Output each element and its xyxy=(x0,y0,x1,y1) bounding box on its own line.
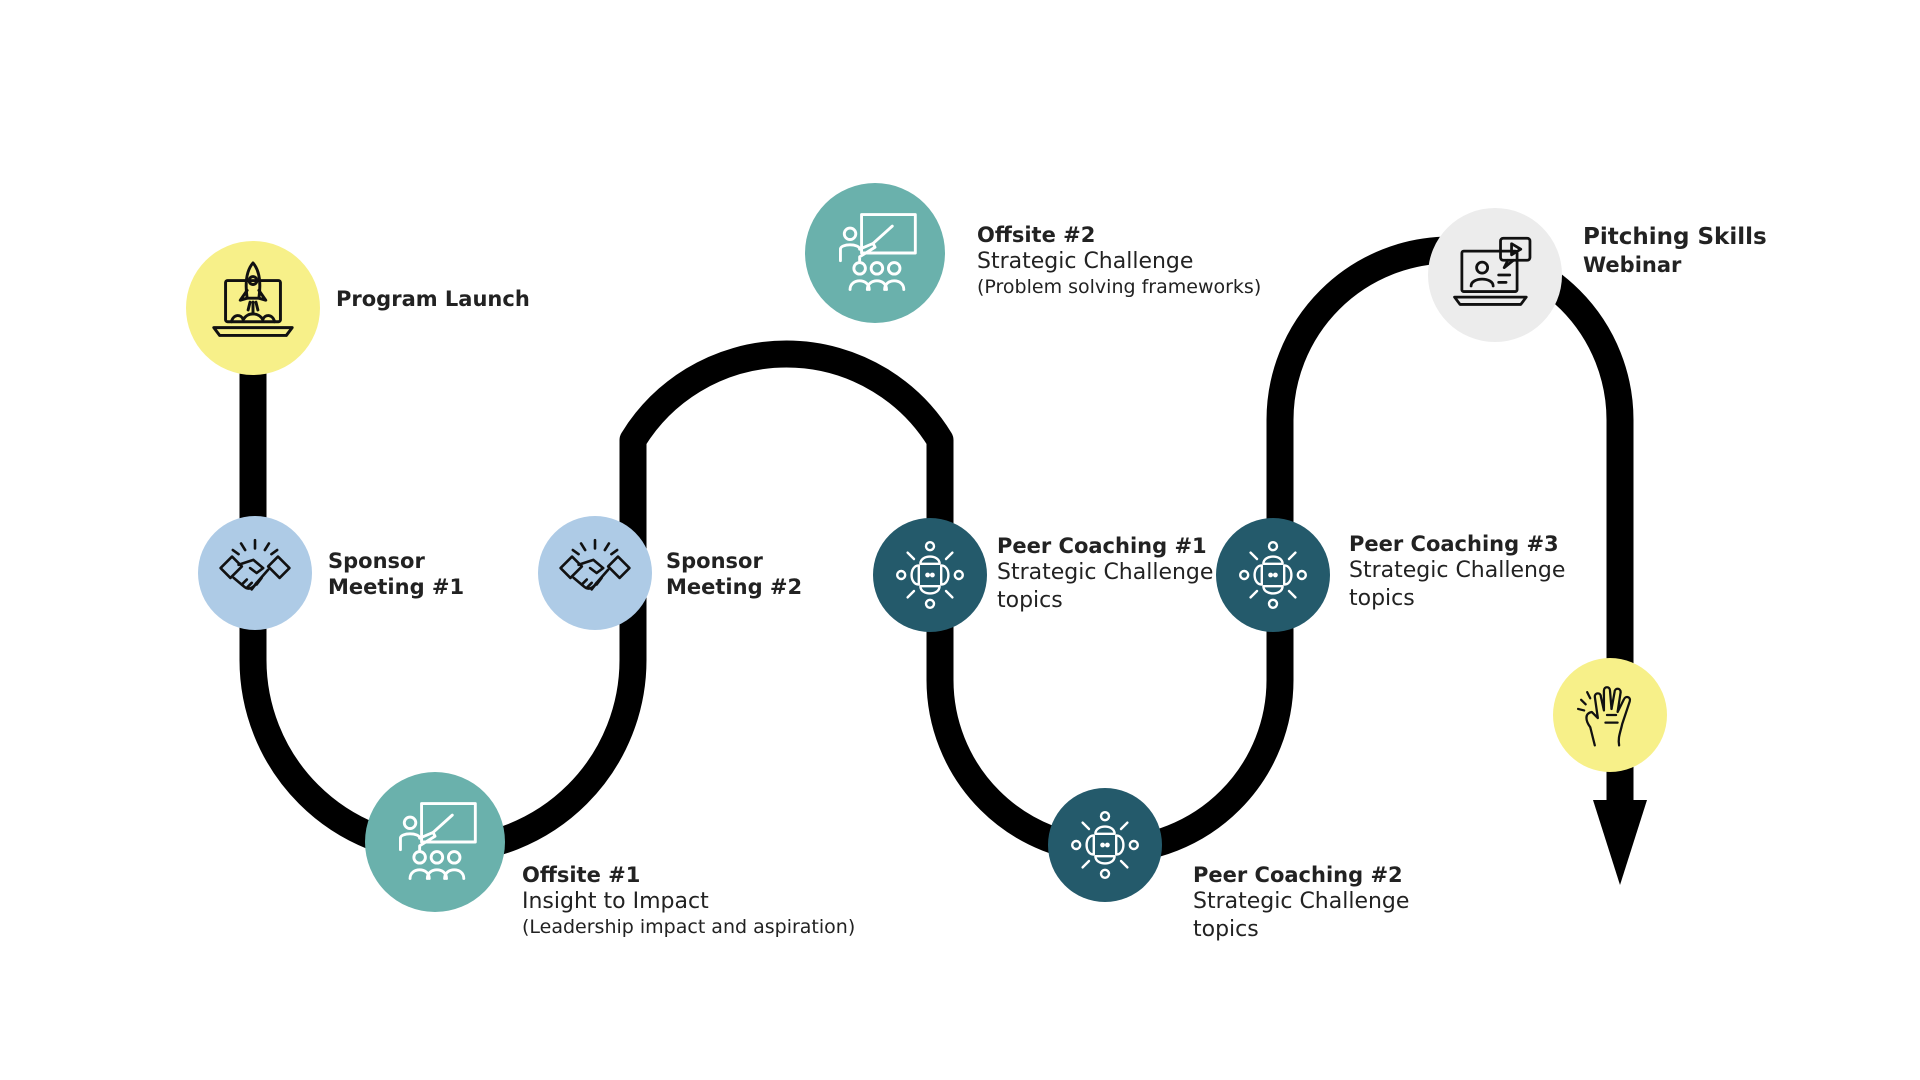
milestone-circle xyxy=(1428,208,1562,342)
milestone-node-sponsor-meeting-2 xyxy=(538,516,652,630)
milestone-node-offsite-1 xyxy=(365,772,505,912)
milestone-node-pitching-webinar xyxy=(1428,208,1562,342)
milestone-node-peer-coaching-1 xyxy=(873,518,987,632)
milestone-subtitle-line: topics xyxy=(1193,916,1259,942)
milestone-subtitle: Strategic Challenge xyxy=(977,249,1194,275)
milestone-node-celebration xyxy=(1553,658,1667,772)
milestone-title: Offsite #2 xyxy=(977,223,1096,247)
milestone-subtitle: Insight to Impact xyxy=(522,889,709,915)
milestone-title-line: Webinar xyxy=(1583,252,1682,277)
milestone-title: Offsite #1 xyxy=(522,863,641,887)
arrow-head-icon xyxy=(1593,800,1647,885)
milestone-subtitle-line: Strategic Challenge xyxy=(1349,558,1566,584)
milestone-node-peer-coaching-2 xyxy=(1048,788,1162,902)
milestone-subtitle-line: topics xyxy=(1349,585,1415,611)
milestone-label-program-launch: Program Launch xyxy=(336,286,530,312)
milestone-title-line: Meeting #2 xyxy=(666,575,803,600)
milestone-title-line: Sponsor xyxy=(666,549,763,573)
milestone-title: Peer Coaching #3 xyxy=(1349,532,1559,556)
milestone-title-line: Sponsor xyxy=(328,549,425,573)
milestone-note: (Leadership impact and aspiration) xyxy=(522,915,856,938)
milestone-title-line: Meeting #1 xyxy=(328,575,465,600)
milestone-subtitle-line: topics xyxy=(997,587,1063,613)
milestone-subtitle-line: Strategic Challenge xyxy=(997,560,1214,586)
milestone-title-line: Pitching Skills xyxy=(1583,224,1767,250)
milestone-subtitle-line: Strategic Challenge xyxy=(1193,889,1410,915)
milestone-title: Program Launch xyxy=(336,287,530,311)
milestone-node-program-launch xyxy=(186,241,320,375)
milestone-title: Peer Coaching #1 xyxy=(997,534,1207,558)
milestone-node-peer-coaching-3 xyxy=(1216,518,1330,632)
milestone-title: Peer Coaching #2 xyxy=(1193,863,1403,887)
milestone-note: (Problem solving frameworks) xyxy=(977,275,1262,298)
milestone-node-sponsor-meeting-1 xyxy=(198,516,312,630)
milestone-node-offsite-2 xyxy=(805,183,945,323)
